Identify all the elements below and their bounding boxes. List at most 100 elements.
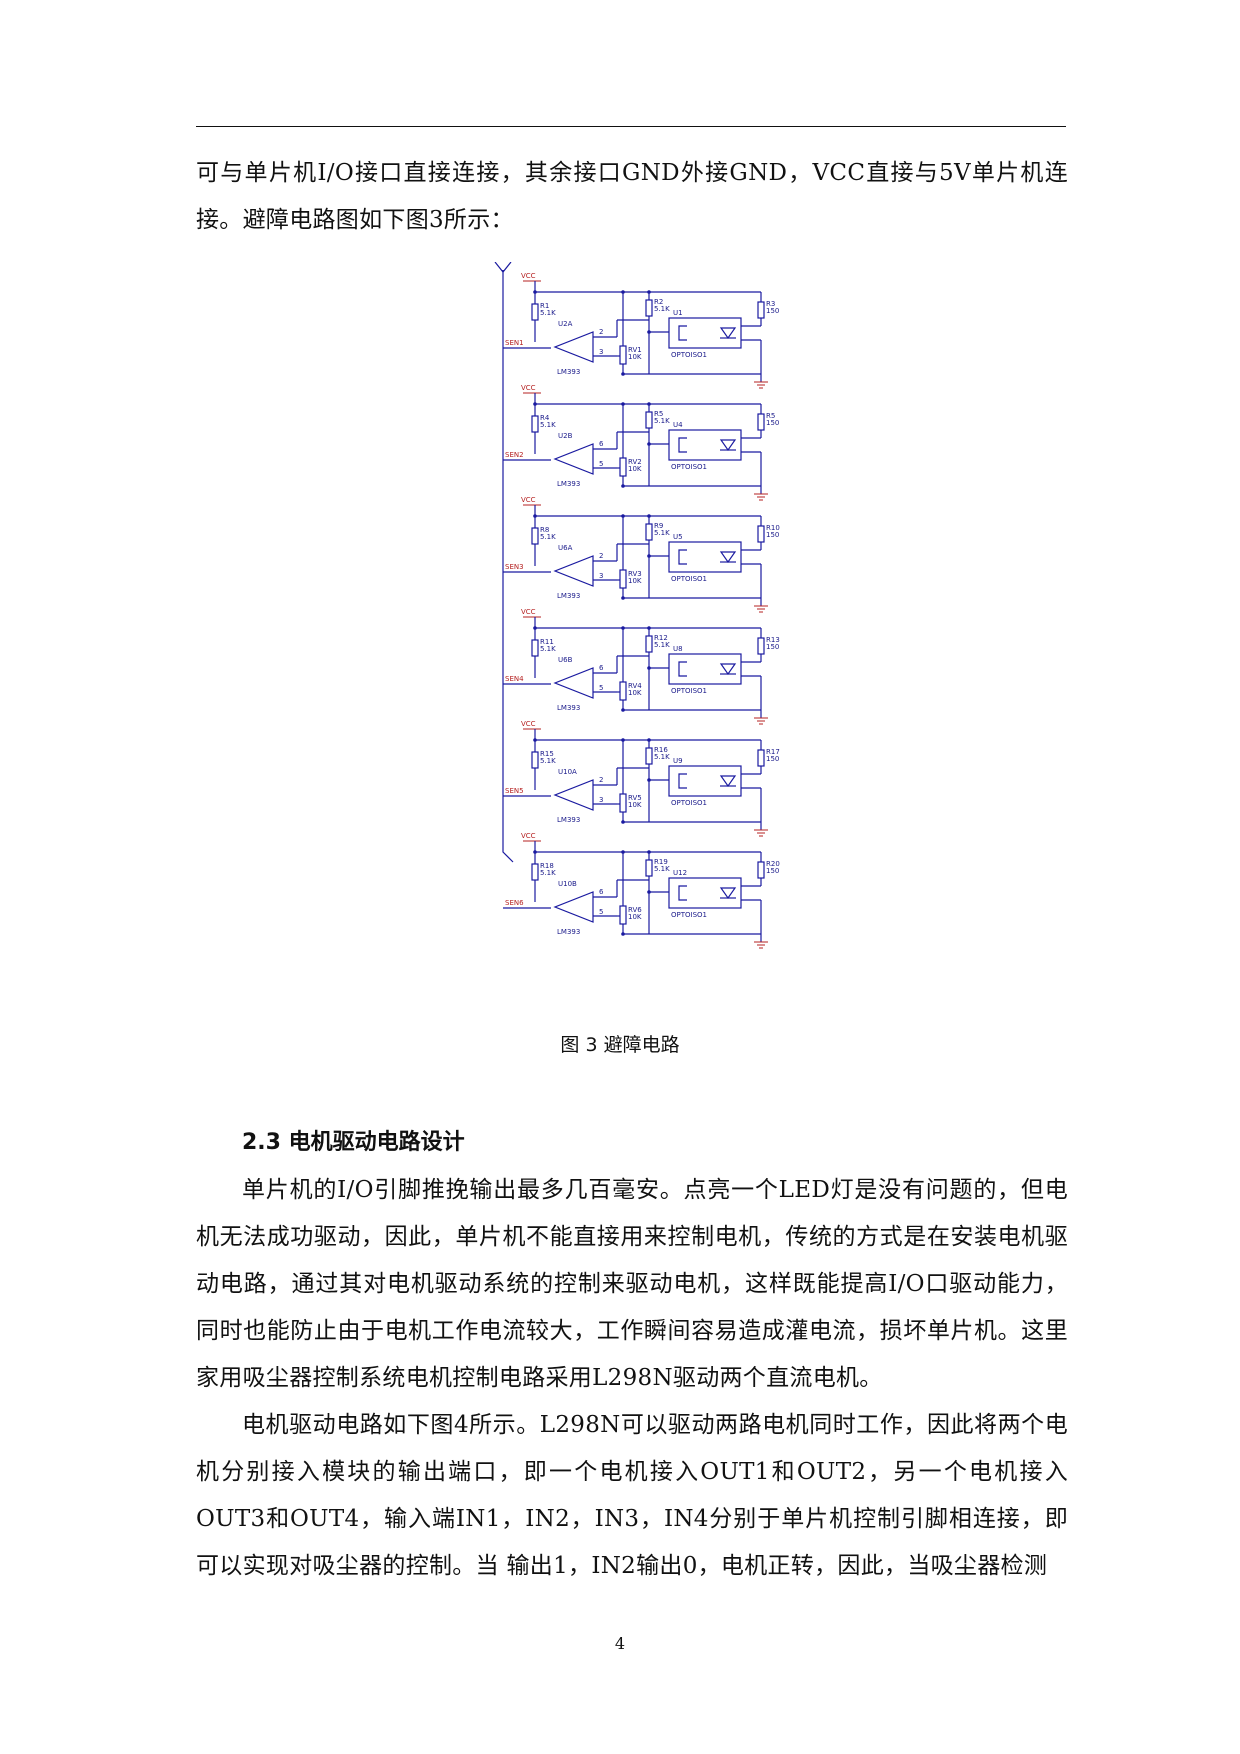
junction-dot bbox=[647, 778, 651, 782]
figure-caption: 图 3 避障电路 bbox=[560, 1034, 680, 1056]
junction-dot bbox=[647, 402, 651, 406]
vcc-label: VCC bbox=[521, 832, 536, 840]
section-heading: 2.3 电机驱动电路设计 bbox=[242, 1130, 465, 1155]
optocoupler-box bbox=[668, 765, 742, 797]
resistor-r-led bbox=[757, 749, 765, 767]
resistor-r-led bbox=[757, 413, 765, 431]
resistor-value: 5.1K bbox=[654, 641, 670, 649]
pin-number: 6 bbox=[599, 440, 604, 448]
junction-dot bbox=[647, 514, 651, 518]
vcc-label: VCC bbox=[521, 496, 536, 504]
comparator-chip-label: LM393 bbox=[557, 368, 580, 376]
comparator-symbol bbox=[553, 891, 594, 923]
led-symbol bbox=[719, 663, 737, 676]
resistor-label: R3 bbox=[766, 300, 775, 308]
resistor-r-mid bbox=[645, 299, 653, 317]
optocoupler-label: OPTOISO1 bbox=[671, 799, 707, 807]
junction-dot bbox=[647, 850, 651, 854]
junction-dot bbox=[621, 738, 625, 742]
potentiometer bbox=[619, 681, 627, 701]
potentiometer bbox=[619, 793, 627, 813]
resistor-r-top bbox=[531, 415, 539, 433]
resistor-value: 150 bbox=[766, 755, 779, 763]
optocoupler-ref: U5 bbox=[673, 533, 683, 541]
comparator-label: U10B bbox=[558, 880, 577, 888]
resistor-label: R19 bbox=[654, 858, 668, 866]
pin-number: 5 bbox=[599, 908, 603, 916]
pin-number: 6 bbox=[599, 888, 604, 896]
junction-dot bbox=[621, 626, 625, 630]
pin-number: 2 bbox=[599, 328, 603, 336]
junction-dot bbox=[533, 514, 537, 518]
resistor-label: R18 bbox=[540, 862, 554, 870]
junction-dot bbox=[533, 850, 537, 854]
paragraph-motor-driver: 单片机的I/O引脚推挽输出最多几百毫安。点亮一个LED灯是没有问题的，但电机无法… bbox=[196, 1177, 1068, 1391]
led-symbol bbox=[719, 775, 737, 788]
pin-number: 5 bbox=[599, 684, 603, 692]
potentiometer-label: RV1 bbox=[628, 346, 642, 354]
junction-dot bbox=[647, 738, 651, 742]
comparator-symbol bbox=[553, 555, 594, 587]
junction-dot bbox=[533, 738, 537, 742]
potentiometer bbox=[619, 345, 627, 365]
resistor-r-led bbox=[757, 525, 765, 543]
comparator-chip-label: LM393 bbox=[557, 816, 580, 824]
resistor-r-led bbox=[757, 301, 765, 319]
resistor-label: R13 bbox=[766, 636, 780, 644]
sensor-input-label: SEN3 bbox=[505, 563, 524, 571]
sensor-input-label: SEN1 bbox=[505, 339, 524, 347]
optocoupler-box bbox=[668, 429, 742, 461]
resistor-label: R5 bbox=[654, 410, 663, 418]
junction-dot bbox=[647, 666, 651, 670]
optocoupler-box bbox=[668, 877, 742, 909]
potentiometer bbox=[619, 457, 627, 477]
led-symbol bbox=[719, 551, 737, 564]
resistor-label: R20 bbox=[766, 860, 780, 868]
potentiometer-value: 10K bbox=[628, 353, 642, 361]
potentiometer-value: 10K bbox=[628, 689, 642, 697]
resistor-r-top bbox=[531, 751, 539, 769]
resistor-r-mid bbox=[645, 523, 653, 541]
vcc-label: VCC bbox=[521, 384, 536, 392]
optocoupler-ref: U9 bbox=[673, 757, 683, 765]
resistor-r-mid bbox=[645, 859, 653, 877]
phototransistor bbox=[678, 773, 687, 789]
led-symbol bbox=[719, 439, 737, 452]
potentiometer-label: RV4 bbox=[628, 682, 642, 690]
comparator-symbol bbox=[553, 667, 594, 699]
potentiometer-label: RV3 bbox=[628, 570, 642, 578]
sensor-input-label: SEN4 bbox=[505, 675, 524, 683]
comparator-label: U10A bbox=[558, 768, 577, 776]
comparator-chip-label: LM393 bbox=[557, 480, 580, 488]
main-bus bbox=[502, 270, 514, 863]
potentiometer-value: 10K bbox=[628, 801, 642, 809]
junction-dot bbox=[647, 330, 651, 334]
optocoupler-box bbox=[668, 317, 742, 349]
bus-arrow bbox=[494, 262, 512, 273]
optocoupler-label: OPTOISO1 bbox=[671, 687, 707, 695]
junction-dot bbox=[621, 514, 625, 518]
junction-dot bbox=[533, 290, 537, 294]
junction-dot bbox=[647, 554, 651, 558]
resistor-r-top bbox=[531, 863, 539, 881]
resistor-value: 150 bbox=[766, 531, 779, 539]
resistor-value: 5.1K bbox=[540, 757, 556, 765]
junction-dot bbox=[647, 626, 651, 630]
potentiometer-label: RV6 bbox=[628, 906, 642, 914]
potentiometer bbox=[619, 569, 627, 589]
junction-dot bbox=[621, 484, 625, 488]
phototransistor bbox=[678, 437, 687, 453]
comparator-symbol bbox=[553, 331, 594, 363]
phototransistor bbox=[678, 661, 687, 677]
comparator-chip-label: LM393 bbox=[557, 592, 580, 600]
resistor-label: R9 bbox=[654, 522, 663, 530]
resistor-label: R16 bbox=[654, 746, 668, 754]
resistor-value: 5.1K bbox=[540, 869, 556, 877]
optocoupler-ref: U1 bbox=[673, 309, 683, 317]
sensor-input-label: SEN6 bbox=[505, 899, 524, 907]
vcc-label: VCC bbox=[521, 272, 536, 280]
vcc-label: VCC bbox=[521, 608, 536, 616]
junction-dot bbox=[647, 290, 651, 294]
